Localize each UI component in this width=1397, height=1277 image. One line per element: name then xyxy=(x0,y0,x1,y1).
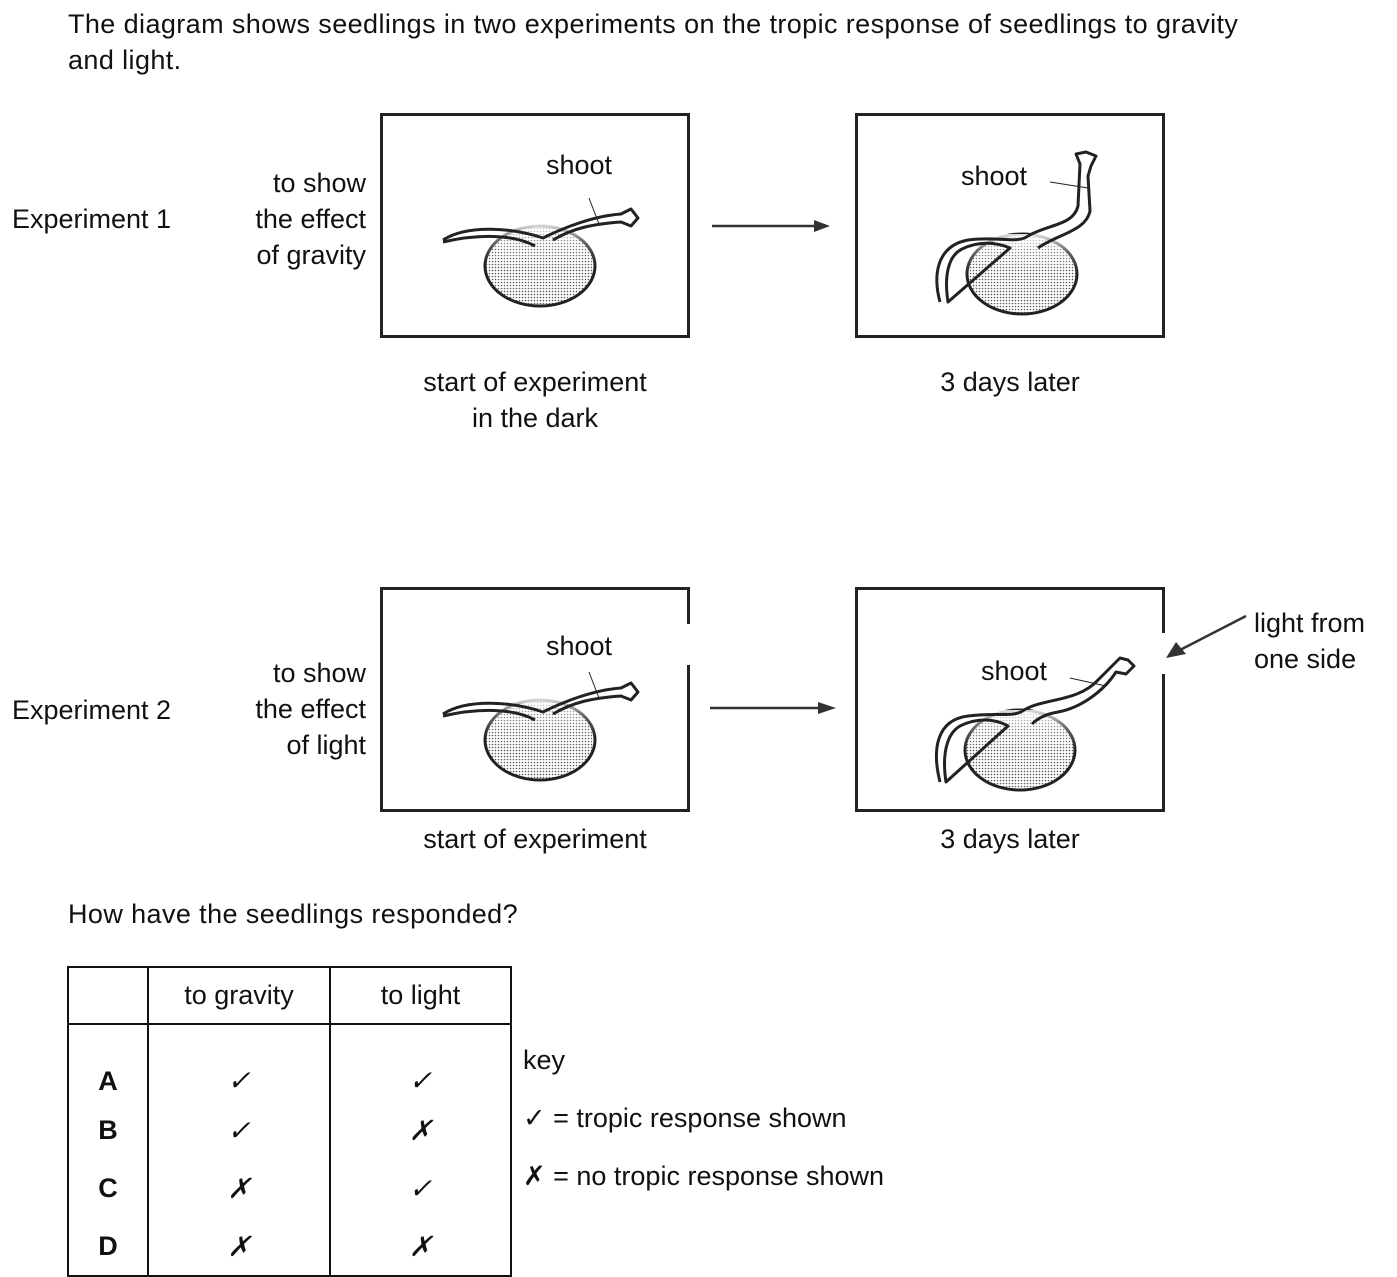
experiment-1-purpose: to show the effect of gravity xyxy=(200,165,366,273)
shoot-label: shoot xyxy=(981,656,1048,686)
experiment-2-end-caption: 3 days later xyxy=(940,824,1080,854)
table-header-cell xyxy=(67,966,149,1025)
light-mark: ✗ xyxy=(329,1217,512,1277)
table-row[interactable]: B ✓ ✗ xyxy=(67,1101,512,1159)
gravity-mark: ✓ xyxy=(147,1024,331,1101)
box-wall-segment xyxy=(1162,674,1165,812)
question-intro-line1: The diagram shows seedlings in two exper… xyxy=(68,9,1239,39)
purpose-line: of light xyxy=(286,730,366,760)
shoot-label: shoot xyxy=(546,150,613,180)
seedling-horizontal-icon xyxy=(442,671,640,782)
light-source-label: light from one side xyxy=(1254,605,1365,677)
purpose-line: the effect xyxy=(255,204,366,234)
question-intro-line2: and light. xyxy=(68,45,182,75)
experiment-1-label: Experiment 1 xyxy=(12,204,172,234)
experiment-2-label: Experiment 2 xyxy=(12,695,172,725)
question-prompt: How have the seedlings responded? xyxy=(68,899,518,929)
light-mark: ✓ xyxy=(329,1159,512,1217)
right-arrow-icon xyxy=(712,220,830,232)
caption-line: start of experiment xyxy=(423,367,647,397)
table-header-row: to gravity to light xyxy=(67,966,512,1025)
light-mark: ✓ xyxy=(329,1024,512,1101)
light-arrow-icon xyxy=(1166,614,1247,658)
table-header-cell: to gravity xyxy=(147,966,331,1025)
table-row[interactable]: A ✓ ✓ xyxy=(67,1024,512,1101)
experiment-2-start-box: shoot xyxy=(380,587,690,812)
light-label-line: light from xyxy=(1254,608,1366,638)
option-letter[interactable]: B xyxy=(67,1101,149,1159)
shoot-label: shoot xyxy=(961,161,1028,191)
experiment-1-start-box: shoot xyxy=(380,113,690,338)
experiment-2-purpose: to show the effect of light xyxy=(200,655,366,763)
experiment-1-end-caption: 3 days later xyxy=(940,367,1080,397)
purpose-line: the effect xyxy=(255,694,366,724)
answer-options-table: to gravity to light A ✓ ✓ B ✓ ✗ C ✗ ✓ D … xyxy=(67,966,512,1277)
experiment-2-start-caption: start of experiment xyxy=(423,824,647,854)
key-tick-meaning: ✓ = tropic response shown xyxy=(523,1103,847,1133)
light-label-line: one side xyxy=(1254,644,1357,674)
box-wall-segment xyxy=(687,665,690,812)
seedling-upright-icon xyxy=(935,150,1098,316)
gravity-mark: ✗ xyxy=(147,1159,331,1217)
experiment-2-end-box: shoot xyxy=(855,587,1165,812)
gravity-mark: ✗ xyxy=(147,1217,331,1277)
seedling-horizontal-icon xyxy=(442,197,640,308)
experiment-1-end-box: shoot xyxy=(855,113,1165,338)
shoot-label: shoot xyxy=(546,631,613,661)
experiment-1-start-caption: start of experiment in the dark xyxy=(380,364,690,436)
key-title: key xyxy=(523,1045,566,1075)
table-row[interactable]: C ✗ ✓ xyxy=(67,1159,512,1217)
right-arrow-icon xyxy=(710,702,836,714)
box-wall-segment xyxy=(1162,590,1165,633)
option-letter[interactable]: C xyxy=(67,1159,149,1217)
purpose-line: to show xyxy=(272,168,366,198)
option-letter[interactable]: A xyxy=(67,1024,149,1101)
light-mark: ✗ xyxy=(329,1101,512,1159)
gravity-mark: ✓ xyxy=(147,1101,331,1159)
purpose-line: to show xyxy=(272,658,366,688)
seedling-bending-to-light-icon xyxy=(934,656,1136,792)
box-wall-segment xyxy=(687,590,690,624)
key-cross-meaning: ✗ = no tropic response shown xyxy=(523,1161,885,1191)
caption-line: in the dark xyxy=(471,403,599,433)
option-letter[interactable]: D xyxy=(67,1217,149,1277)
purpose-line: of gravity xyxy=(256,240,366,270)
table-header-cell: to light xyxy=(329,966,512,1025)
table-row[interactable]: D ✗ ✗ xyxy=(67,1217,512,1277)
